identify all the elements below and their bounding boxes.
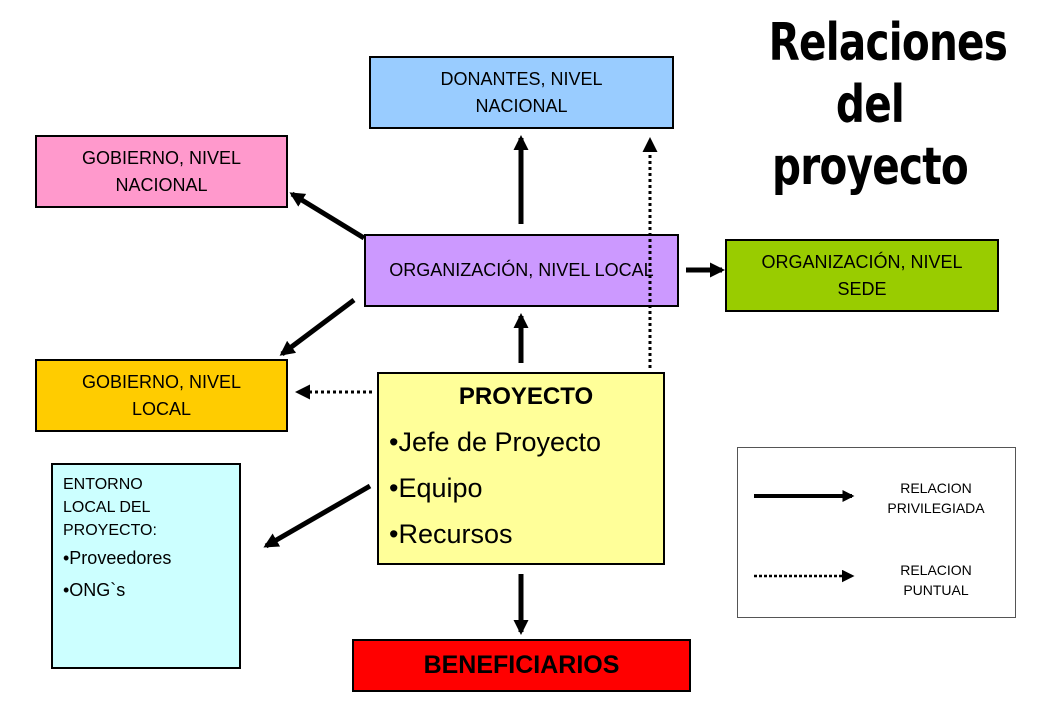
gobierno-nacional-label: GOBIERNO, NIVEL NACIONAL (81, 148, 242, 195)
gobierno-nivel-nacional-box: GOBIERNO, NIVEL NACIONAL (35, 135, 288, 208)
proyecto-heading: PROYECTO (458, 383, 594, 410)
arrow-org-local-to-gobierno-nacional (289, 191, 366, 241)
entorno-heading: ENTORNO LOCAL DEL PROYECTO: (63, 476, 157, 539)
gobierno-local-label: GOBIERNO, NIVEL LOCAL (81, 372, 242, 419)
legend-puntual-label: RELACION PUNTUAL (900, 562, 972, 598)
arrow-org-local-to-gobierno-local (279, 298, 356, 356)
gobierno-nivel-local-box: GOBIERNO, NIVEL LOCAL (35, 359, 288, 432)
legend-box (737, 447, 1016, 618)
arrow-proyecto-to-entorno (263, 483, 372, 549)
entorno-item-ongs: •ONG`s (63, 580, 126, 600)
organizacion-nivel-local-box: ORGANIZACIÓN, NIVEL LOCAL (364, 234, 679, 307)
title-line-2: del (835, 75, 905, 135)
legend-privilegiada-label: RELACION PRIVILEGIADA (887, 480, 985, 516)
donantes-nivel-nacional-box: DONANTES, NIVEL NACIONAL (369, 56, 674, 129)
proyecto-item-jefe: •Jefe de Proyecto (389, 426, 602, 457)
organizacion-nivel-sede-box: ORGANIZACIÓN, NIVEL SEDE (725, 239, 999, 312)
entorno-item-proveedores: •Proveedores (63, 548, 172, 568)
organizacion-local-label: ORGANIZACIÓN, NIVEL LOCAL (389, 260, 654, 281)
donantes-label: DONANTES, NIVEL NACIONAL (440, 69, 603, 116)
beneficiarios-box: BENEFICIARIOS (352, 639, 691, 692)
beneficiarios-label: BENEFICIARIOS (423, 651, 620, 680)
organizacion-sede-label: ORGANIZACIÓN, NIVEL SEDE (761, 252, 963, 299)
proyecto-box: PROYECTO •Jefe de Proyecto •Equipo •Recu… (377, 372, 665, 565)
title-line-3: proyecto (772, 137, 969, 197)
proyecto-item-equipo: •Equipo (389, 472, 483, 503)
entorno-local-box: ENTORNO LOCAL DEL PROYECTO: •Proveedores… (51, 463, 241, 669)
diagram-title: Relaciones del proyecto (768, 12, 1008, 198)
proyecto-item-recursos: •Recursos (389, 518, 513, 549)
title-line-1: Relaciones (768, 13, 1008, 73)
